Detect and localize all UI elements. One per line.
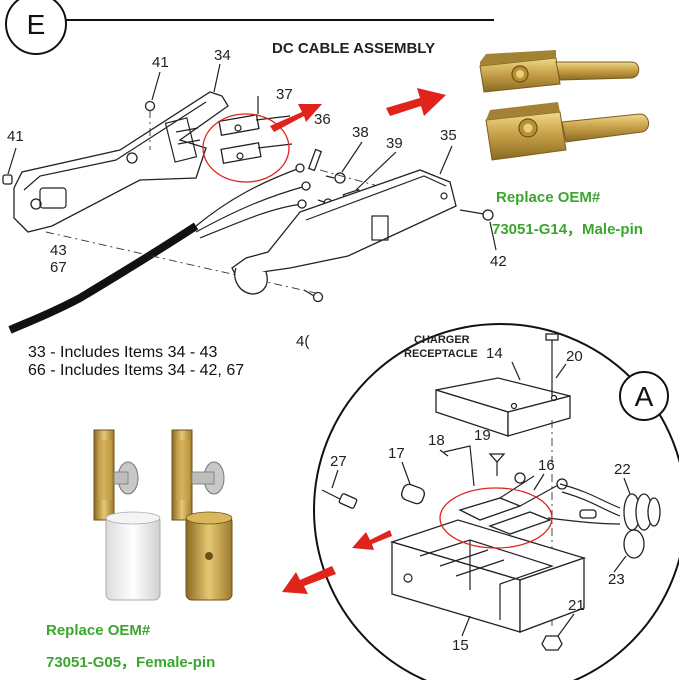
red-arrow-female bbox=[282, 566, 336, 594]
nut-41-left bbox=[2, 174, 13, 185]
label-15: 15 bbox=[452, 637, 469, 654]
red-arrow-male bbox=[386, 88, 446, 116]
label-16: 16 bbox=[538, 457, 555, 474]
screw-41-top bbox=[144, 100, 156, 150]
male-oem-number: 73051-G14，Male-pin bbox=[492, 221, 643, 238]
label-36: 36 bbox=[314, 111, 331, 128]
label-41-left: 41 bbox=[7, 128, 24, 145]
receptacle-cover-14 bbox=[435, 377, 571, 437]
includes-line-1: 33 - Includes Items 34 - 43 bbox=[28, 344, 218, 361]
receptacle-heading-1: CHARGER bbox=[414, 334, 470, 346]
section-e-letter: E bbox=[27, 9, 46, 40]
red-arrow-a bbox=[352, 530, 392, 550]
label-22: 22 bbox=[614, 461, 631, 478]
label-43: 43 bbox=[50, 242, 67, 259]
label-19: 19 bbox=[474, 427, 491, 444]
section-a-letter: A bbox=[635, 381, 654, 412]
label-17: 17 bbox=[388, 445, 405, 462]
screw-19 bbox=[488, 453, 506, 476]
cable-wires-22 bbox=[547, 483, 621, 525]
cover-35 bbox=[231, 169, 457, 295]
receptacle-housing-15 bbox=[389, 519, 587, 633]
highlight-circle-a bbox=[439, 487, 553, 549]
label-21: 21 bbox=[568, 597, 585, 614]
female-oem-number: 73051-G05，Female-pin bbox=[46, 654, 215, 671]
male-pin-photo bbox=[479, 50, 649, 161]
label-67: 67 bbox=[50, 259, 67, 276]
label-39: 39 bbox=[386, 135, 403, 152]
cable-43-67 bbox=[8, 222, 199, 334]
grommet-22-23 bbox=[623, 493, 661, 559]
ferrule-17 bbox=[400, 483, 426, 505]
nut-21 bbox=[541, 635, 563, 651]
red-arrow-37 bbox=[270, 104, 322, 132]
receptacle-heading-2: RECEPTACLE bbox=[404, 348, 478, 360]
section-e-badge: E bbox=[5, 0, 67, 55]
highlight-circle-e bbox=[202, 113, 290, 183]
label-40: 4( bbox=[296, 333, 309, 350]
contacts-16 bbox=[458, 472, 568, 535]
label-20: 20 bbox=[566, 348, 583, 365]
label-34: 34 bbox=[214, 47, 231, 64]
handle-34 bbox=[13, 91, 229, 233]
label-41-top: 41 bbox=[152, 54, 169, 71]
label-23: 23 bbox=[608, 571, 625, 588]
screw-42 bbox=[459, 209, 494, 221]
assembly-line-1 bbox=[45, 231, 321, 295]
lead-27 bbox=[321, 489, 358, 509]
label-37: 37 bbox=[276, 86, 293, 103]
terminal-pins-37 bbox=[218, 114, 293, 164]
male-replace-label: Replace OEM# bbox=[496, 189, 601, 206]
diagram-title: DC CABLE ASSEMBLY bbox=[272, 40, 435, 57]
female-pin-photo bbox=[93, 429, 233, 601]
screw-38 bbox=[325, 172, 346, 184]
section-a-badge: A bbox=[619, 371, 669, 421]
female-replace-label: Replace OEM# bbox=[46, 622, 151, 639]
clip-36 bbox=[307, 148, 323, 172]
includes-line-2: 66 - Includes Items 34 - 42, 67 bbox=[28, 362, 244, 379]
label-42: 42 bbox=[490, 253, 507, 270]
label-38: 38 bbox=[352, 124, 369, 141]
label-14: 14 bbox=[486, 345, 503, 362]
label-18: 18 bbox=[428, 432, 445, 449]
screw-40 bbox=[303, 289, 324, 303]
bracket-18 bbox=[443, 445, 475, 487]
label-27: 27 bbox=[330, 453, 347, 470]
wire-leads bbox=[195, 163, 311, 239]
label-35: 35 bbox=[440, 127, 457, 144]
